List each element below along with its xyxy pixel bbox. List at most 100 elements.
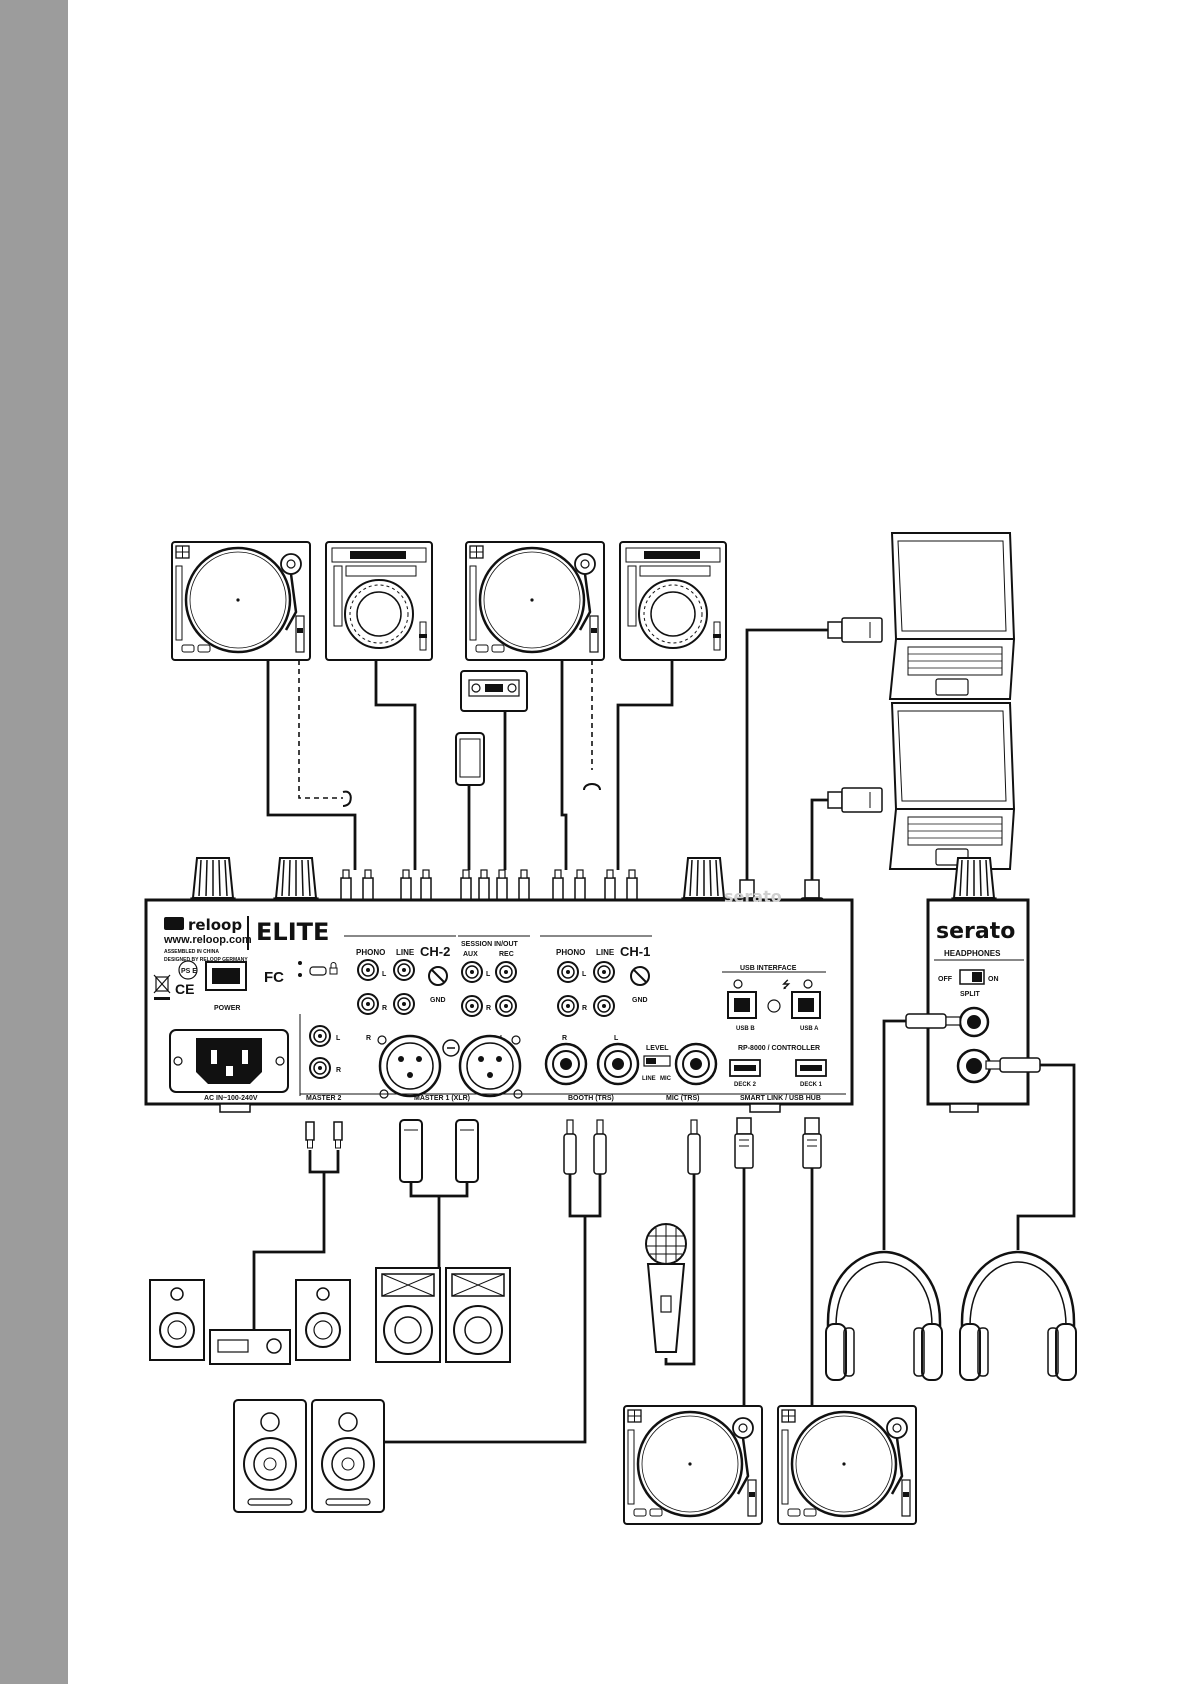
ch2-phono-label: PHONO [356,948,385,957]
booth-l-label: L [614,1035,619,1042]
booth-monitor-left [233,1399,307,1513]
ch2-gnd-label: GND [430,997,446,1004]
usb-symbol-icon: ⭍ [782,979,791,991]
lock-icon [329,962,338,975]
master2-rca-plugs [305,1121,343,1149]
kensington-slot [309,966,327,976]
deck1-usb-port [795,1059,827,1077]
mic-jack-plug [687,1119,701,1175]
master1-xlr-r [377,1034,442,1099]
booth-monitor-right [311,1399,385,1513]
pa-speaker-left [375,1267,441,1363]
designed-text: DESIGNED BY RELOOP GERMANY [164,957,248,963]
ch2-title: CH-2 [420,944,450,959]
deck1-label: DECK 1 [800,1082,823,1088]
master2-r-label: R [336,1067,341,1074]
assembled-text: ASSEMBLED IN CHINA [164,949,219,955]
master2-l-label: L [336,1035,341,1042]
headphone-unit-knob [951,857,997,903]
mixer-foot-2 [749,1103,781,1113]
weee-icon [153,974,171,1000]
elite-logo: ELITE [256,918,329,946]
headphone-plug-2 [985,1057,1041,1073]
home-speaker-right [295,1279,351,1361]
master1-xlr-plugs [399,1119,479,1183]
usb-b-port [727,991,757,1019]
mixer-knob-2 [273,857,319,903]
home-speaker-left [149,1279,205,1361]
usb-center-screw [767,999,781,1013]
ch1-line-label: LINE [596,948,615,957]
svg-text:reloop: reloop [188,916,242,934]
aux-label: AUX [463,951,478,958]
rp-label: RP-8000 / CONTROLLER [738,1045,820,1052]
master2-label: MASTER 2 [306,1095,342,1102]
lower-cables [252,1019,1076,1444]
headphone-jack-large [956,1048,992,1084]
rec-label: REC [499,951,514,958]
mixer-foot-1 [219,1103,251,1113]
mixer-knob-3 [681,857,727,903]
ac-inlet [169,1029,289,1093]
pa-speaker-right [445,1267,511,1363]
headphone-plug-1 [905,1013,961,1029]
turntable-bottom-2 [776,1404,918,1526]
booth-r-label: R [562,1035,567,1042]
usb-a-port [791,991,821,1019]
session-label: SESSION IN/OUT [461,941,519,948]
booth-label: BOOTH (TRS) [568,1095,614,1102]
mixer-knob-1 [190,857,236,903]
upper-cables [266,628,828,880]
ps-e-mark: PS E [181,968,197,975]
usb-a-screw [803,979,813,989]
booth-jack-r [544,1042,588,1086]
mic-jack [674,1042,718,1086]
ch2-line-label: LINE [396,948,415,957]
mic-label: MIC (TRS) [666,1095,699,1102]
split-switch [959,969,985,985]
mic-switch-label: MIC [660,1076,672,1082]
smartphone [455,732,485,786]
laptop-2 [889,702,1015,870]
master1-xlr-l [458,1034,523,1099]
cassette-deck [460,670,528,712]
master1-label: MASTER 1 (XLR) [414,1095,470,1102]
ground-cables [298,660,593,799]
headphone-panel-foot [949,1103,979,1113]
usb-interface-label: USB INTERFACE [740,965,797,972]
off-label: OFF [938,976,953,983]
amplifier [209,1329,291,1365]
microphone [645,1223,687,1353]
ch1-gnd-screw [630,966,650,986]
level-label: LEVEL [646,1045,669,1052]
master1-level-switch [442,1039,460,1057]
ch1-r-label: R [582,1005,587,1012]
media-player-top-2 [619,541,727,661]
ac-label: AC IN~100-240V [204,1095,258,1102]
ground-forks [342,783,601,807]
power-label: POWER [214,1005,240,1012]
smart-link-usb-plugs [734,1117,822,1169]
usb-a-label: USB A [800,1026,819,1032]
turntable-top-2 [464,540,606,662]
line-mic-switch [643,1055,671,1067]
indicator-dot-1 [298,961,302,965]
on-label: ON [988,976,999,983]
ch1-phono-label: PHONO [556,948,585,957]
ch1-gnd-label: GND [632,997,648,1004]
media-player-top-1 [325,541,433,661]
ce-mark: CE [175,981,194,997]
usb-b-screw [733,979,743,989]
website-text: www.reloop.com [163,934,252,946]
page-side-bar [0,0,68,1684]
session-l-label: L [486,971,491,978]
headphones-2 [958,1250,1078,1382]
booth-jack-l [596,1042,640,1086]
ch2-gnd-screw [428,966,448,986]
indicator-dot-2 [298,973,302,977]
ps-e-icon [178,960,198,980]
ch1-l-label: L [582,971,587,978]
booth-jack-plugs [563,1119,607,1175]
headphone-panel-logo: serato [936,919,1015,944]
